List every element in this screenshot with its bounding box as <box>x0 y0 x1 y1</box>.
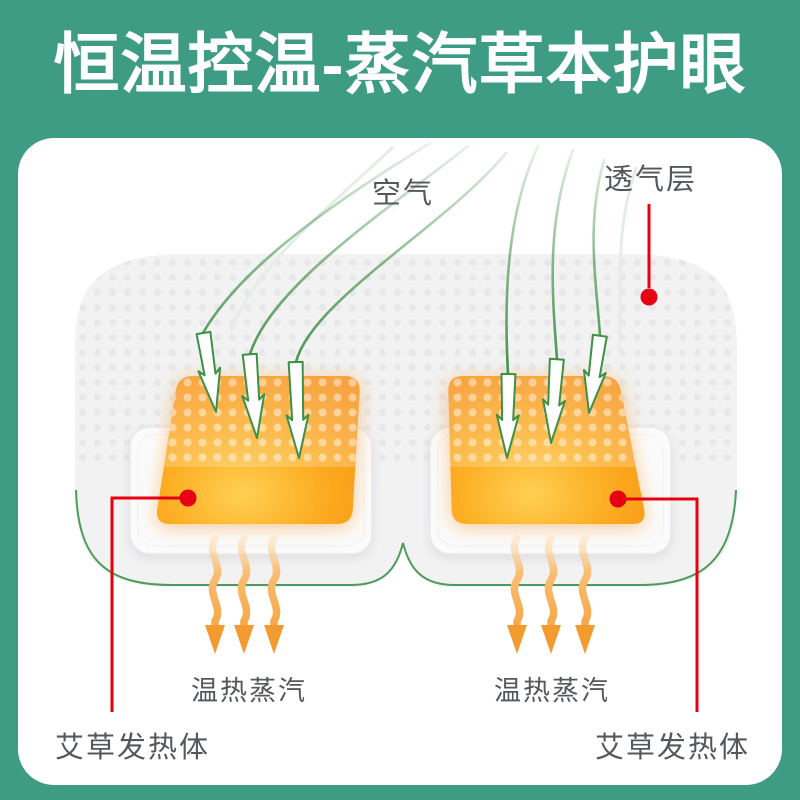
air-arrow-head <box>195 330 222 413</box>
annotation-dot-heater-right <box>609 490 627 508</box>
steam-arrow-tip <box>507 625 527 654</box>
air-flow-arrows <box>195 141 638 459</box>
label-breathable-layer: 透气层 <box>604 164 698 196</box>
page-title: 恒温控温-蒸汽草本护眼 <box>53 27 747 101</box>
air-arrow-tail <box>505 144 540 376</box>
label-heater-left: 艾草发热体 <box>55 732 211 764</box>
air-arrow-tail <box>201 141 432 335</box>
annotation-line-heater-right <box>618 497 699 712</box>
mask-outline <box>75 489 737 586</box>
steam-arrows <box>205 534 595 654</box>
air-arrow-tail <box>592 158 606 338</box>
air-arrow-head <box>542 357 566 444</box>
steam-arrow-tip <box>264 625 284 654</box>
annotation-dot-breathable-layer <box>640 288 658 306</box>
air-arrow-head <box>582 333 608 414</box>
steam-arrow-wave <box>208 534 222 631</box>
steam-arrow-wave <box>578 534 592 631</box>
steam-arrow-wave <box>544 534 558 631</box>
steam-arrow-tip <box>205 625 225 654</box>
steam-arrow-tip <box>541 625 561 654</box>
air-arrow-head <box>241 352 266 439</box>
air-arrow-tail <box>551 148 575 361</box>
annotation-dots <box>179 288 658 508</box>
annotation-line-heater-left <box>110 496 188 712</box>
label-warm-steam-right: 温热蒸汽 <box>494 676 610 706</box>
steam-arrow-wave <box>237 534 251 631</box>
air-arrow-head <box>495 372 520 459</box>
air-ghost-trail <box>229 146 394 332</box>
steam-arrow-tip <box>575 625 595 654</box>
air-arrow-tail <box>294 151 508 364</box>
label-heater-right: 艾草发热体 <box>595 732 751 764</box>
annotations <box>110 204 699 712</box>
steam-arrow-wave <box>267 534 281 631</box>
annotation-dot-heater-left <box>179 489 197 507</box>
steam-arrow-wave <box>510 534 524 631</box>
label-air: 空气 <box>372 178 435 210</box>
label-warm-steam-left: 温热蒸汽 <box>191 676 307 706</box>
air-arrow-tail <box>248 144 470 356</box>
steam-arrow-tip <box>234 625 254 654</box>
air-arrow-head <box>285 360 310 459</box>
air-ghost-trail <box>617 166 638 352</box>
